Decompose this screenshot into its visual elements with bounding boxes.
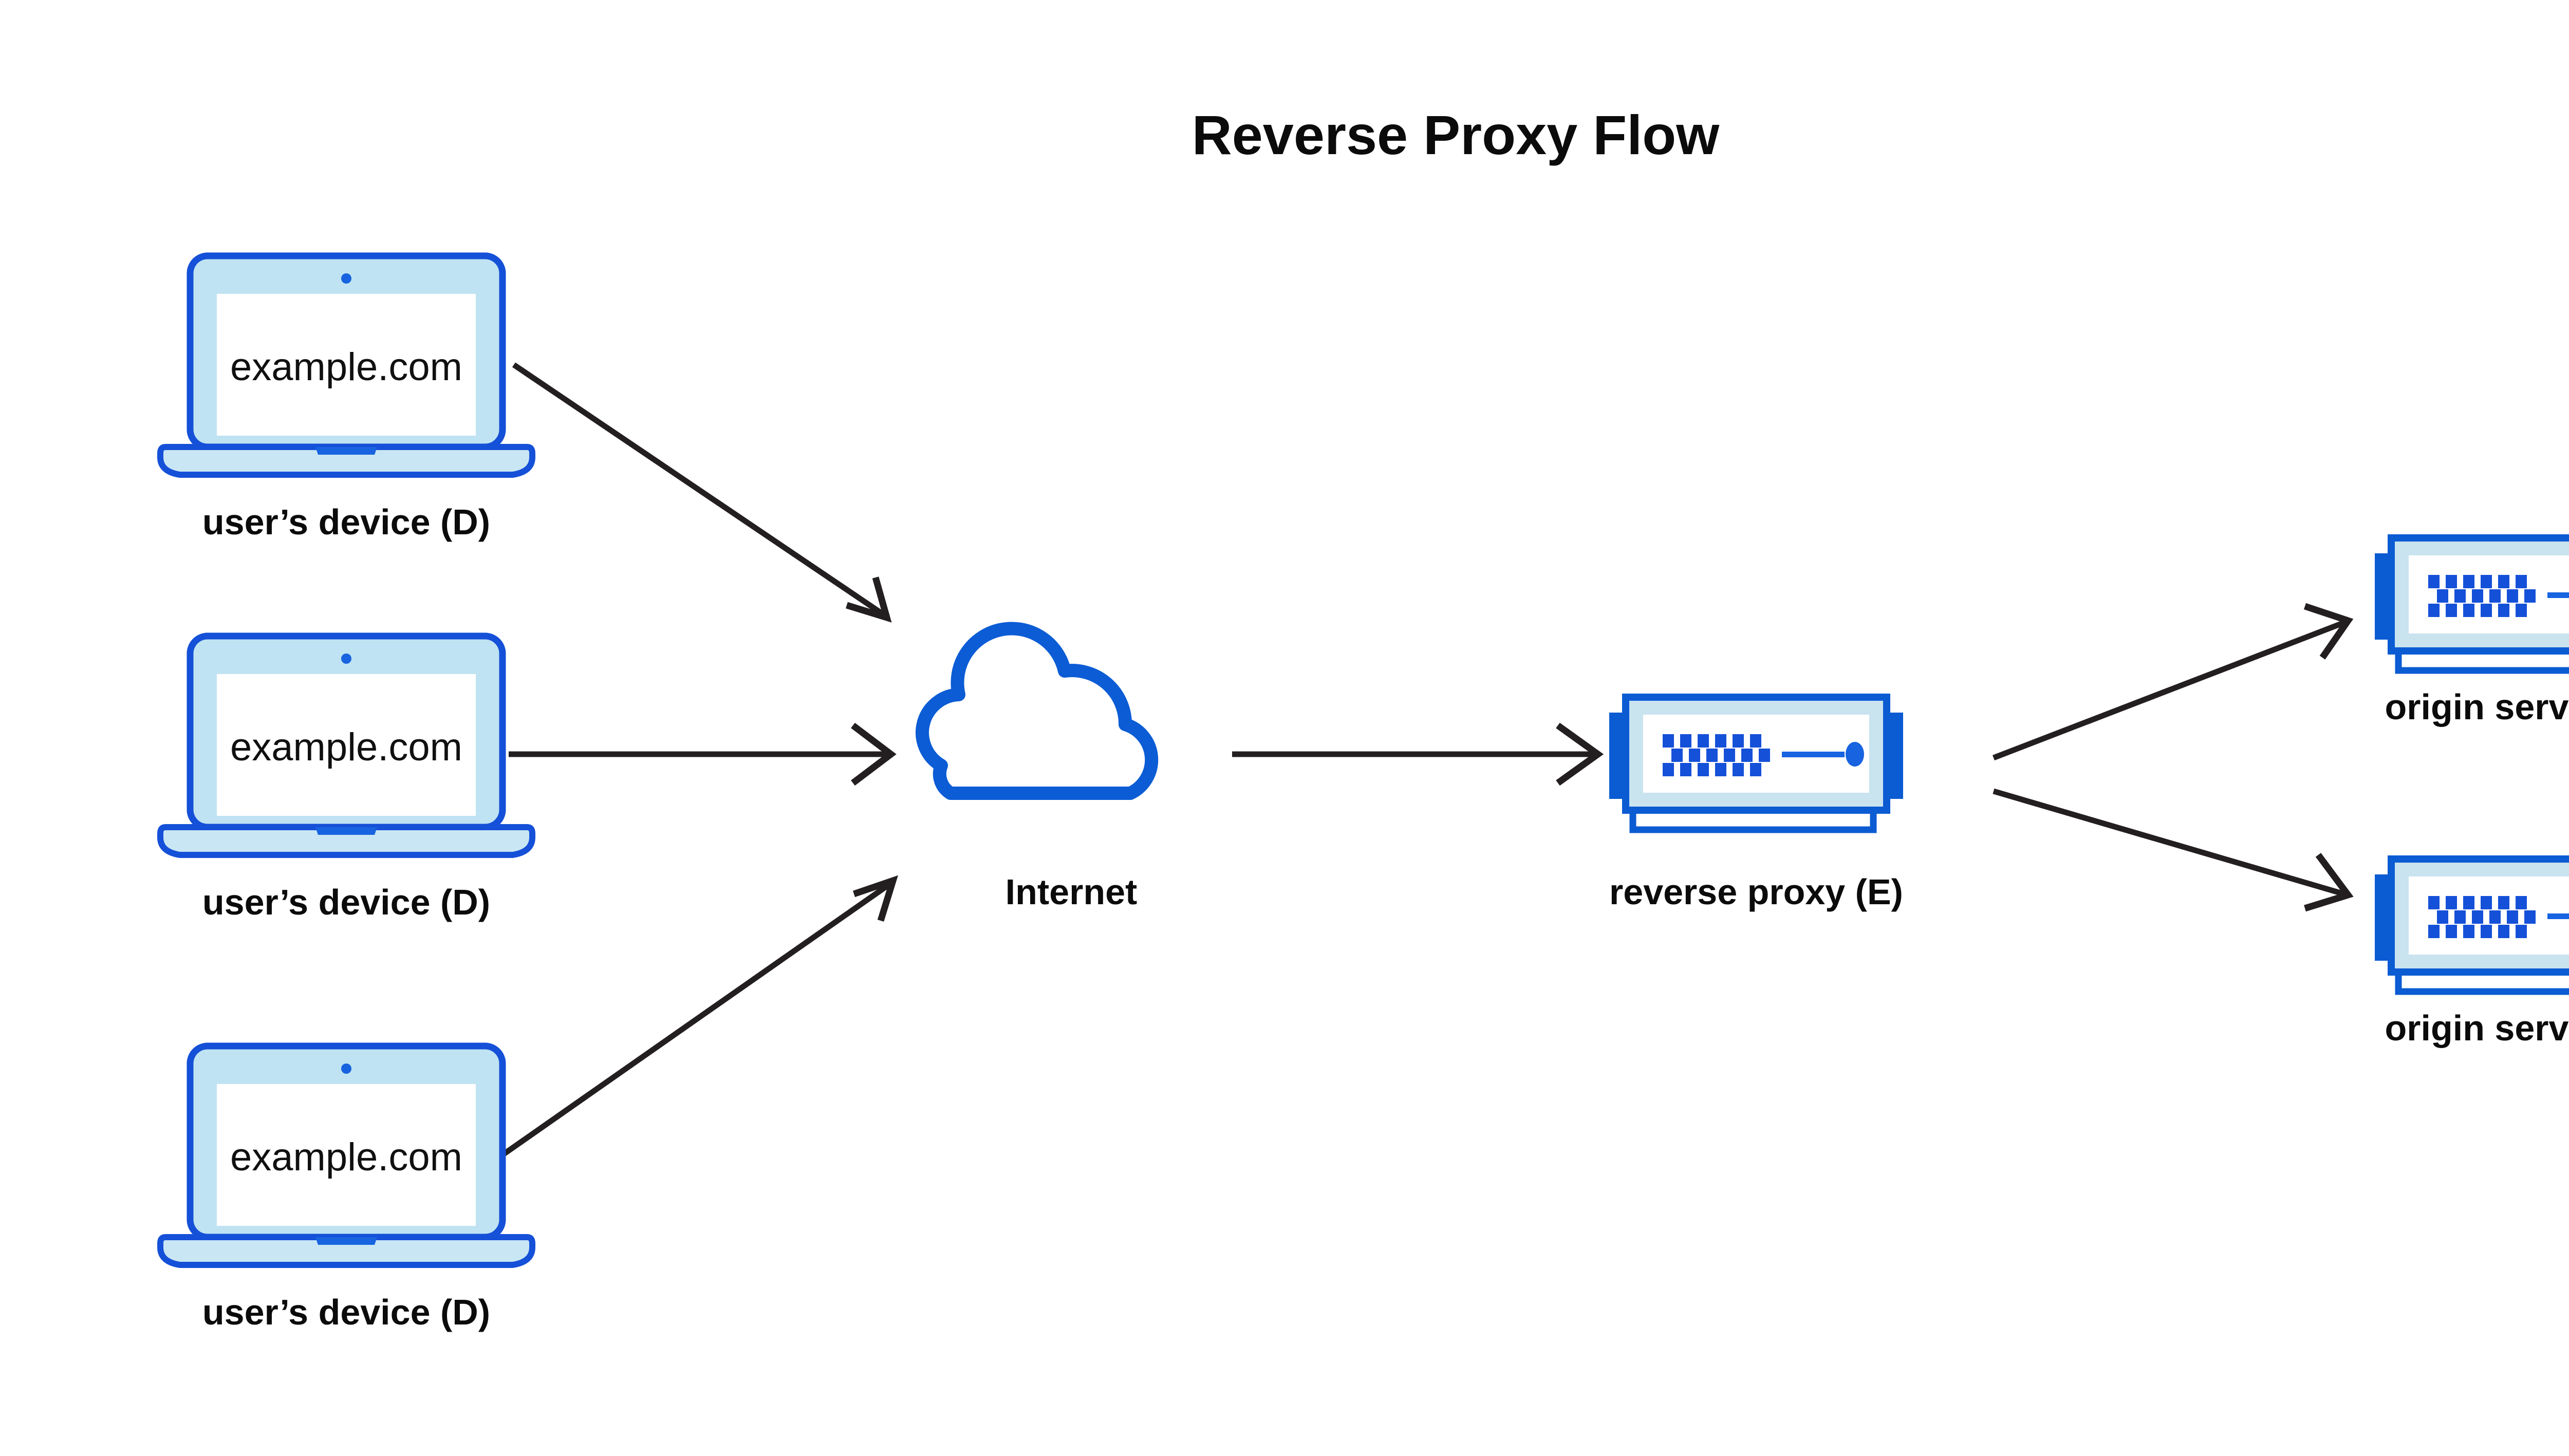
node-device-middle[interactable]: example.com user’s device (D): [160, 636, 532, 922]
device-label: user’s device (D): [202, 882, 490, 922]
node-origin-bottom[interactable]: origin server (F): [2375, 859, 2569, 1048]
device-screen-text: example.com: [230, 725, 462, 769]
node-device-top[interactable]: example.com user’s device (D): [160, 256, 532, 542]
server-icon: [2375, 538, 2569, 670]
flow-edges: [500, 362, 2354, 1158]
node-internet[interactable]: Internet: [922, 628, 1151, 912]
reverse-proxy-label: reverse proxy (E): [1609, 872, 1903, 912]
edge-device-top-to-internet: [512, 362, 892, 623]
node-reverse-proxy[interactable]: reverse proxy (E): [1609, 697, 1903, 912]
page-title: Reverse Proxy Flow: [1192, 104, 1720, 166]
cloud-icon: [922, 628, 1151, 793]
edge-device-bottom-to-internet: [500, 875, 898, 1158]
device-screen-text: example.com: [230, 1135, 462, 1179]
origin-server-label: origin server (F): [2385, 1008, 2569, 1048]
edge-reverse-proxy-to-origin-bottom: [1993, 788, 2354, 912]
edge-device-middle-to-internet: [509, 722, 897, 786]
node-device-bottom[interactable]: example.com user’s device (D): [160, 1046, 532, 1332]
device-screen-text: example.com: [230, 345, 462, 389]
server-icon: [2375, 859, 2569, 992]
server-icon: [1609, 697, 1903, 830]
internet-label: Internet: [1006, 872, 1138, 912]
device-label: user’s device (D): [202, 502, 490, 542]
edge-reverse-proxy-to-origin-top: [1993, 603, 2354, 761]
node-origin-top[interactable]: origin server (F): [2375, 538, 2569, 727]
device-label: user’s device (D): [202, 1292, 490, 1332]
origin-server-label: origin server (F): [2385, 687, 2569, 727]
edge-internet-to-reverse-proxy: [1232, 722, 1604, 786]
